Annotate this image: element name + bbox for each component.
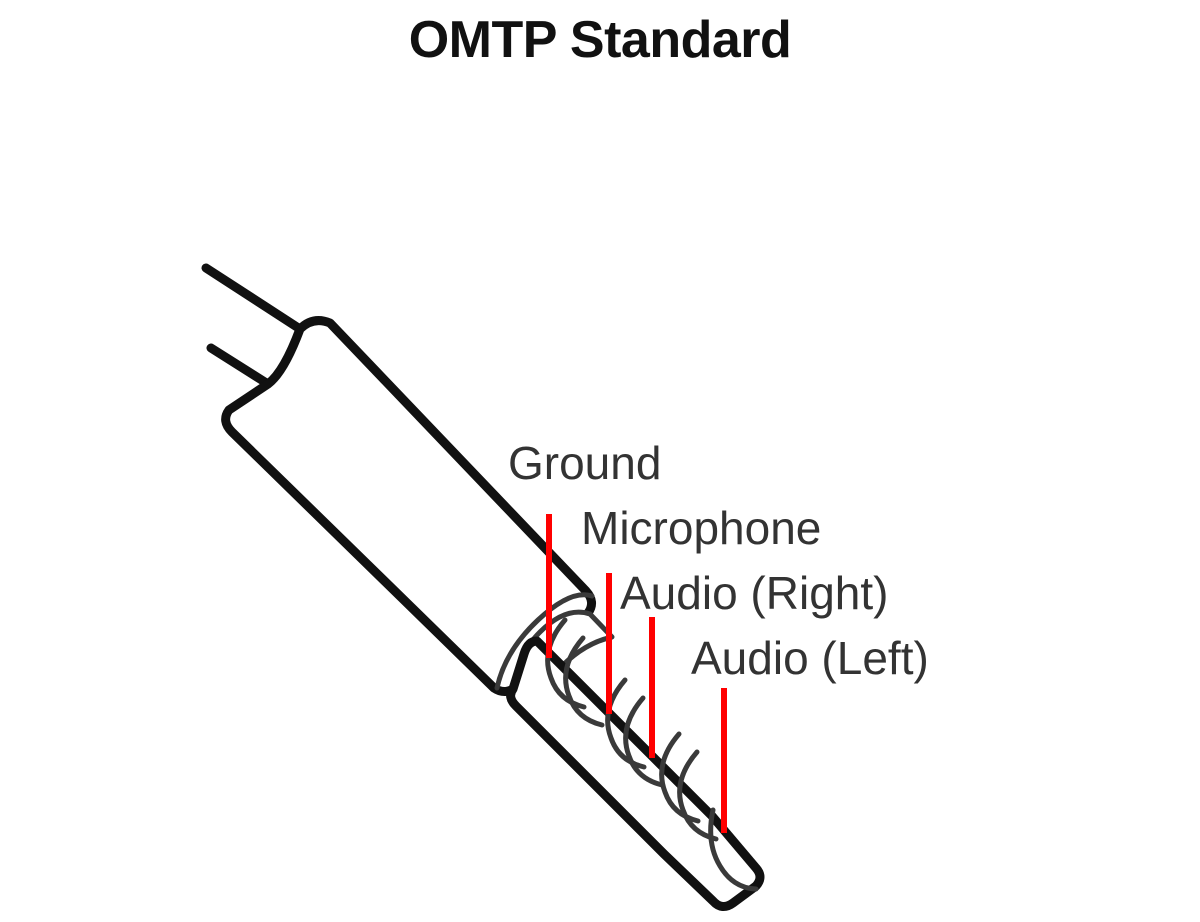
insulator-rings	[545, 617, 719, 842]
pin-label-audio-right: Audio (Right)	[620, 567, 889, 619]
plug-barrel	[221, 316, 596, 696]
pin-label-microphone: Microphone	[581, 502, 822, 554]
cable-wire-upper	[201, 263, 305, 334]
page-title: OMTP Standard	[408, 11, 792, 69]
cable-wires	[201, 263, 305, 389]
cable-wire-lower	[206, 343, 273, 389]
insulator-ring-2	[605, 677, 665, 788]
pin-label-audio-left: Audio (Left)	[691, 632, 929, 684]
plug-tip	[708, 807, 759, 892]
insulator-ring-3	[659, 731, 719, 842]
plug-collar-face-edge	[494, 592, 595, 691]
insulator-ring-1	[545, 617, 605, 728]
plug-barrel-outline	[221, 316, 596, 696]
pin-label-ground: Ground	[508, 437, 662, 489]
plug-tip-bevel-edge	[708, 807, 759, 892]
pointer-lines	[546, 514, 727, 833]
